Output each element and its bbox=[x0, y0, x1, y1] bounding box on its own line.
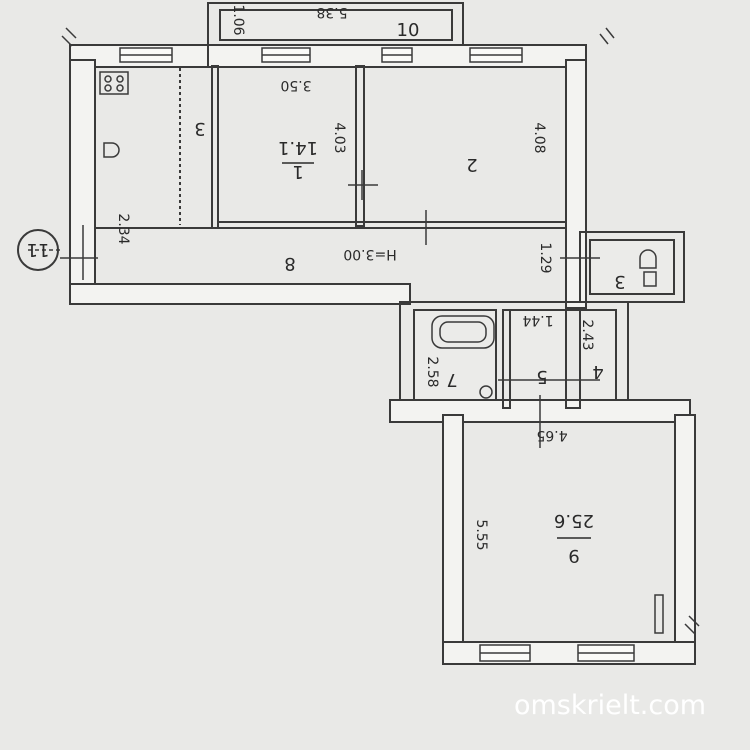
wall-right-upper bbox=[565, 59, 587, 309]
wall-room9-left bbox=[442, 414, 464, 664]
dim-balcony-width: 5.38 bbox=[316, 4, 347, 20]
dim-corridor-width: 2.34 bbox=[115, 213, 131, 244]
dim-room-9-width: 4.65 bbox=[536, 427, 567, 443]
room-5-number: 5 bbox=[536, 366, 547, 387]
wall-corridor-bottom bbox=[69, 283, 411, 305]
partition-1-2 bbox=[355, 65, 365, 227]
stove-icon bbox=[99, 71, 129, 95]
dim-balcony-depth: 1.06 bbox=[230, 4, 246, 35]
sink-icon bbox=[103, 142, 120, 158]
wc-outline bbox=[579, 231, 685, 303]
dim-room-9-length: 5.55 bbox=[473, 519, 489, 550]
bathtub-icon bbox=[431, 315, 495, 349]
room-4-number: 4 bbox=[592, 361, 603, 382]
bathroom-inner bbox=[413, 309, 497, 409]
ceiling-height: H=3.00 bbox=[343, 246, 396, 262]
balcony-inner bbox=[219, 9, 453, 41]
room-2-number: 2 bbox=[466, 154, 477, 175]
axis-marker-circle bbox=[17, 229, 59, 271]
watermark: omskrielt.com bbox=[514, 690, 706, 721]
dim-room-1-width: 3.50 bbox=[280, 77, 311, 93]
washbasin-icon bbox=[479, 385, 493, 399]
dim-room-2-length: 4.08 bbox=[531, 122, 547, 153]
dimension-ticks bbox=[28, 27, 700, 635]
room-3-kitchen-number: 3 bbox=[194, 118, 205, 139]
room-1-number: 1 bbox=[292, 161, 303, 182]
radiator-icon bbox=[654, 594, 664, 634]
dim-room-4-length: 2.43 bbox=[579, 319, 595, 350]
room-10-number: 10 bbox=[397, 20, 420, 41]
dim-wc-width: 1.29 bbox=[537, 242, 553, 273]
partitions bbox=[95, 65, 581, 409]
room-9-area: 25.6 bbox=[554, 510, 594, 531]
windows bbox=[119, 47, 635, 662]
wc-inner bbox=[589, 239, 675, 295]
room-3-wc-number: 3 bbox=[614, 271, 625, 292]
room-9-number: 9 bbox=[568, 545, 579, 566]
dim-bathroom-length: 2.58 bbox=[424, 356, 440, 387]
room-1-area: 14.1 bbox=[278, 137, 318, 158]
room-7-number: 7 bbox=[446, 369, 457, 390]
dim-room-1-length: 4.03 bbox=[331, 122, 347, 153]
room-8-number: 8 bbox=[284, 253, 295, 274]
toilet-icon bbox=[639, 249, 657, 269]
wall-room9-right bbox=[674, 414, 696, 664]
partition-bath-5 bbox=[502, 309, 511, 409]
axis-marker: 11 bbox=[27, 239, 50, 260]
partition-5-4 bbox=[565, 309, 581, 409]
dim-room-5-width: 1.44 bbox=[522, 312, 553, 328]
fixtures bbox=[99, 71, 664, 634]
